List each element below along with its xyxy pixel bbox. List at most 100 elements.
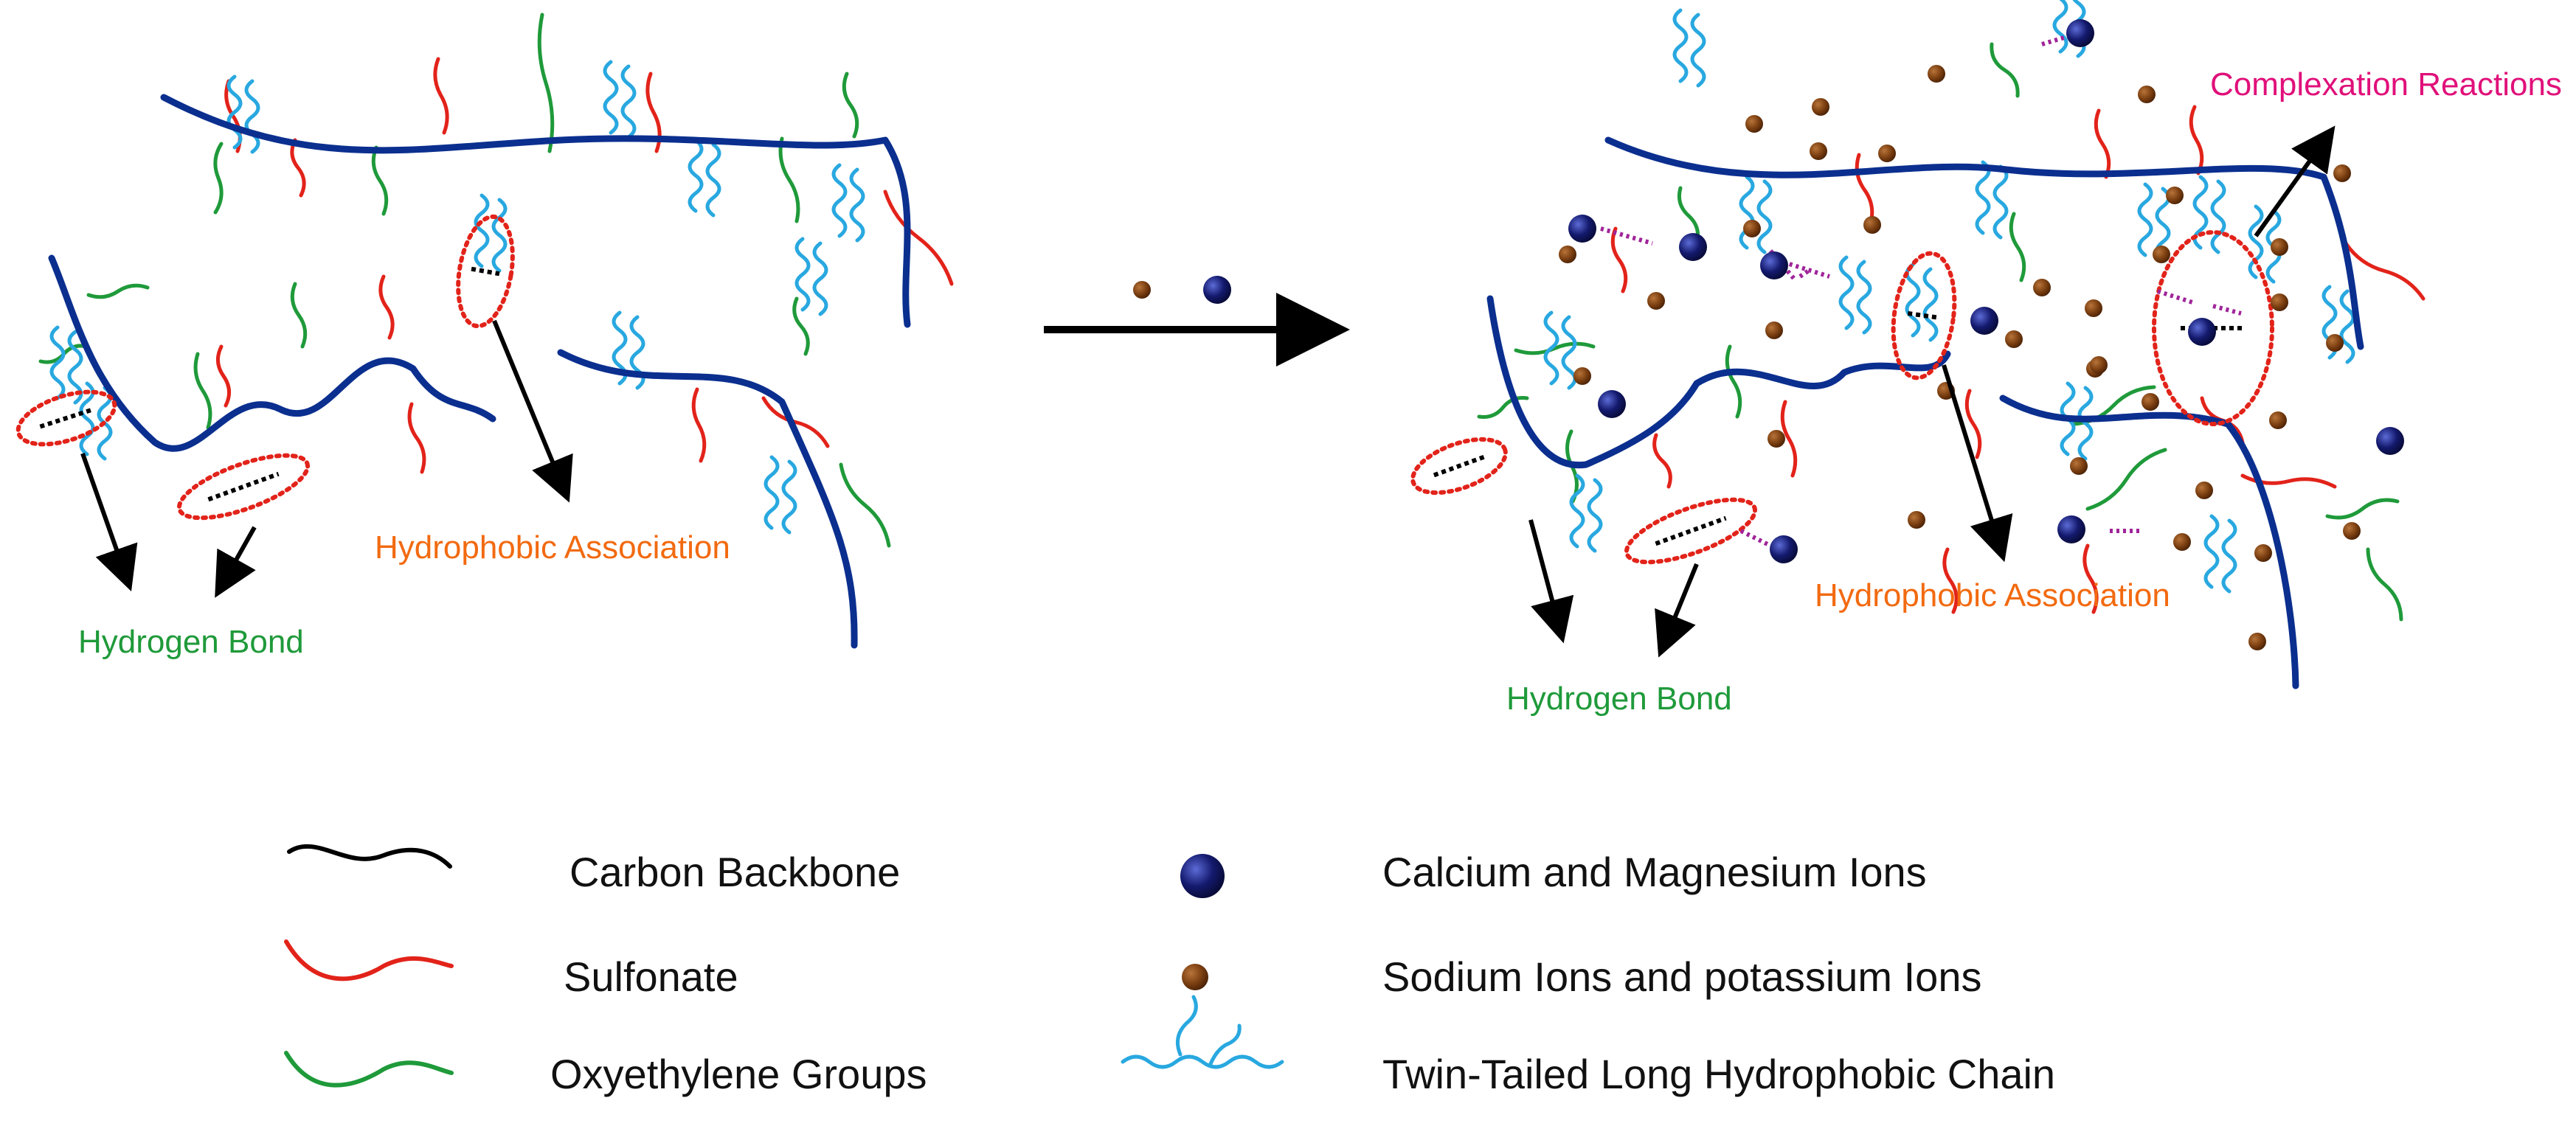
hydrophobic-tail <box>1561 315 1577 390</box>
sulfonate-chain <box>433 57 449 135</box>
association-ellipse <box>1624 497 1758 565</box>
association-ellipse <box>1410 437 1508 496</box>
hydrogen-bond-arrow <box>1655 563 1699 658</box>
dot-icon <box>1182 964 1208 990</box>
legend-symbols <box>284 844 1284 1088</box>
hydrophobic-association-site <box>456 214 515 329</box>
hydrophobic-tail <box>1672 8 1689 83</box>
left-hydrophobic-association-label: Hydrophobic Association <box>375 529 730 566</box>
oxyethylene-chain <box>193 352 212 430</box>
legend-sulfonate-label: Sulfonate <box>564 953 738 1000</box>
oxyethylene-chain <box>1477 396 1529 419</box>
sodium-potassium-ion <box>2138 86 2156 103</box>
hydrophobic-tail <box>2339 289 2355 364</box>
calcium-magnesium-ion <box>1203 276 1231 304</box>
hydrophobic-tail <box>474 193 490 268</box>
sodium-potassium-ion <box>2271 293 2288 311</box>
sulfonate-chain <box>1942 547 1959 614</box>
association-ellipse <box>456 214 515 329</box>
sodium-potassium-ion <box>2166 187 2184 204</box>
backbone-chain <box>557 349 858 649</box>
oxyethylene-chain <box>537 13 555 153</box>
hydrogen-bond-site <box>176 453 311 521</box>
sodium-potassium-ion <box>2070 457 2088 475</box>
oxyethylene-chain <box>290 282 308 349</box>
backbone-chain <box>1604 136 2364 350</box>
hydrophobic-tail <box>764 455 780 530</box>
sulfonate-chain <box>378 274 395 340</box>
sodium-potassium-ion <box>2195 482 2213 499</box>
calcium-magnesium-ion <box>2066 19 2094 47</box>
hydrophobic-tail <box>67 330 83 405</box>
oxyethylene-chain <box>2325 498 2400 520</box>
sodium-potassium-ion <box>2271 238 2288 256</box>
bond-dashes <box>39 407 94 429</box>
bond-dashes <box>1433 454 1486 478</box>
association-sites <box>15 214 2274 565</box>
sodium-potassium-ion <box>1765 322 1783 339</box>
sulfonate-symbol <box>284 939 454 981</box>
sodium-potassium-ion <box>2333 164 2351 182</box>
hydrophobic-tail <box>2221 518 2237 594</box>
hydrophobic-tail <box>794 237 811 312</box>
association-ellipse <box>176 453 311 521</box>
legend-oxyethylene-groups-label: Oxyethylene Groups <box>550 1051 927 1097</box>
hydrogen-bond-site <box>1624 497 1758 565</box>
hydrophobic-tail <box>2248 204 2264 279</box>
hydrophobic-tail <box>1922 267 1939 342</box>
hydrophobic-tail <box>849 167 865 243</box>
sulfonate-chain <box>1610 226 1628 293</box>
sulfonate-chain <box>1652 433 1672 489</box>
sodium-potassium-ion <box>2326 334 2344 352</box>
sodium-potassium-ion <box>2269 411 2287 429</box>
hydrophobic-tail <box>2077 386 2094 461</box>
hydrophobic-tail <box>603 60 619 135</box>
sodium-potassium-ion <box>2005 330 2023 348</box>
hydrophobic-tail <box>79 381 95 456</box>
sodium-potassium-ion <box>2090 356 2108 374</box>
right-hydrogen-bond-label: Hydrogen Bond <box>1506 681 1732 717</box>
sodium-potassium-ion <box>2142 393 2159 411</box>
hydrophobic-tail <box>1838 255 1855 330</box>
calcium-magnesium-ion <box>1970 307 1998 335</box>
sodium-potassium-ion <box>1573 367 1591 385</box>
calcium-magnesium-ion <box>1568 215 1596 243</box>
hydrophobic-tail <box>2137 182 2153 257</box>
sodium-potassium-ion <box>1928 65 1945 83</box>
oxyethylene-chain <box>792 296 810 356</box>
hydrophobic-tail <box>1856 260 1872 335</box>
pointer-arrows <box>80 125 2336 658</box>
complexation-link <box>2212 304 2242 316</box>
hydrophobic-tail <box>1543 310 1559 386</box>
hydrophobic-tail <box>1905 263 1921 338</box>
association-ellipse <box>2152 230 2274 426</box>
hydrophobic-chains <box>49 0 2355 594</box>
sulfonate-chain <box>290 138 306 198</box>
sodium-potassium-ion <box>1767 430 1785 448</box>
hydrophobic-tail <box>2203 514 2220 589</box>
legend-calcium-magnesium-ions-label: Calcium and Magnesium Ions <box>1382 849 1927 895</box>
oxyethylene-chain <box>371 145 389 216</box>
sulfonate-chain <box>1855 153 1874 227</box>
sodium-potassium-ion <box>2085 299 2102 317</box>
hydrophobic-tail <box>620 64 637 139</box>
sodium-potassium-ion <box>2033 279 2051 296</box>
hydrophobic-tail <box>705 142 721 218</box>
hydrophobic-association-arrow <box>492 319 573 503</box>
oxyethylene-chain <box>839 462 891 548</box>
sodium-potassium-ion <box>2343 522 2361 540</box>
hydrophobic-tail-symbol <box>1121 1054 1284 1069</box>
hydrogen-bond-site <box>1410 437 1508 496</box>
hydrophobic-tail <box>226 74 243 150</box>
sodium-potassium-ion <box>1908 511 1925 529</box>
sodium-potassium-ion <box>2248 633 2266 650</box>
hydrophobic-tail <box>244 79 260 154</box>
bond-dashes <box>471 266 500 277</box>
sodium-potassium-ion <box>1812 98 1829 116</box>
oxyethylene-chain <box>2009 212 2026 282</box>
hydrogen-bond-site <box>15 389 117 447</box>
hydrogen-bond-arrow <box>215 526 257 598</box>
backbone-chain <box>1999 395 2299 689</box>
complexation-links <box>1600 31 2242 548</box>
